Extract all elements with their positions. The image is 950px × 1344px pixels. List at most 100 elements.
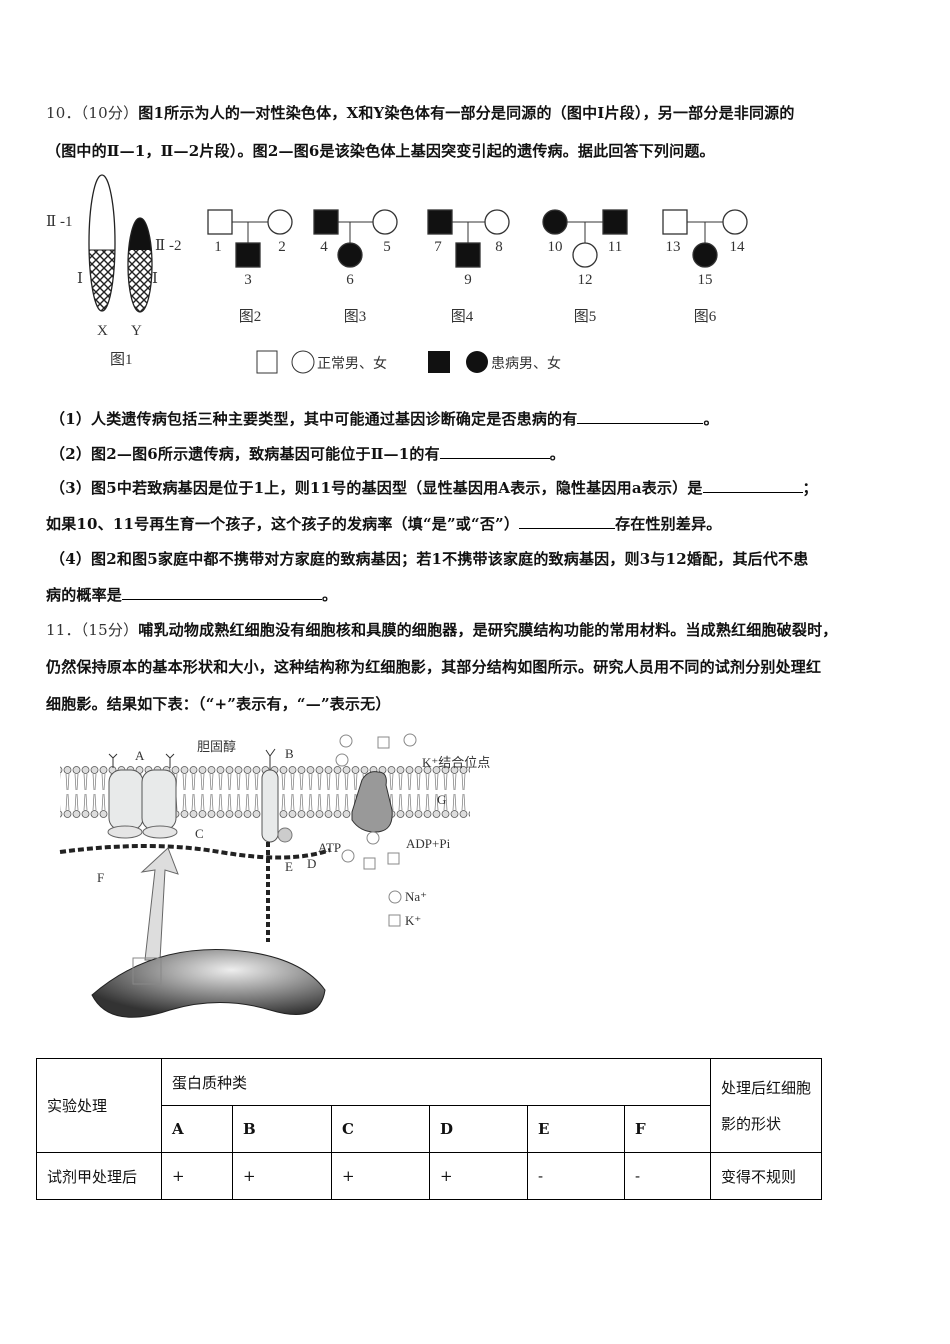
pedigree-5-right-parent [602, 209, 628, 235]
protein-header-B: B [232, 1105, 332, 1153]
label-ii1: Ⅱ -1 [46, 214, 72, 230]
protein-b [261, 748, 293, 843]
q3a-text: （3）图5中若致病基因是位于1上，则11号的基因型（显性基因用A表示，隐性基因用… [50, 479, 703, 497]
na-text: Na⁺ [405, 889, 427, 904]
q4b-text: 病的概率是 [46, 586, 123, 604]
k-text: K⁺ [405, 913, 421, 928]
y-chromosome [127, 217, 153, 313]
red-cell-ghost [91, 949, 326, 1018]
protein-header-E: E [527, 1105, 625, 1153]
pedigree-3-child [337, 242, 363, 268]
figure1-caption: 图1 [110, 351, 133, 368]
q3a-end-text: ； [802, 479, 818, 497]
q11-line1: 11．（15分）哺乳动物成熟红细胞没有细胞核和具膜的细胞器，是研究膜结构功能的常… [46, 619, 838, 640]
individual-number: 1 [214, 239, 222, 255]
protein-f [59, 844, 331, 860]
individual-number: 13 [666, 239, 681, 255]
q1-end-text: 。 [703, 410, 719, 428]
answer-blank-2[interactable] [439, 444, 550, 459]
protein-presence-cell: + [232, 1152, 332, 1200]
pedigree-5-child [572, 242, 598, 268]
answer-blank-3a[interactable] [702, 478, 803, 493]
protein-presence-cell: - [527, 1152, 625, 1200]
individual-number: 5 [383, 239, 391, 255]
label-y: Y [131, 323, 142, 339]
pedigree-caption: 图6 [694, 308, 717, 325]
individual-number: 12 [578, 272, 593, 288]
b-text: B [285, 746, 294, 761]
pedigree-caption: 图4 [451, 308, 474, 325]
individual-number: 15 [698, 272, 713, 288]
q10-sub3b: 如果10、11号再生育一个孩子，这个孩子的发病率（填“是”或“否”）存在性别差异… [46, 513, 721, 534]
q11-line2: 仍然保持原本的基本形状和大小，这种结构称为红细胞影，其部分结构如图所示。研究人员… [46, 658, 822, 676]
answer-blank-3b[interactable] [519, 514, 616, 529]
pedigree-4-left-parent [427, 209, 453, 235]
legend-affected-male-icon [428, 351, 450, 373]
k-site-text: K⁺结合位点 [422, 755, 490, 770]
membrane-figure: A 胆固醇 B C D E F G K⁺结合位点 ATP ADP+Pi Na⁺ … [59, 733, 490, 1018]
individual-number: 2 [278, 239, 286, 255]
individual-number: 4 [320, 239, 328, 255]
header-shape: 处理后红细胞影的形状 [710, 1058, 822, 1153]
pedigree-5-left-parent [542, 209, 568, 235]
pedigree-2-right-parent [267, 209, 293, 235]
adp-text: ADP+Pi [406, 836, 451, 851]
atp-text: ATP [318, 840, 341, 855]
label-i-left: Ⅰ [77, 271, 83, 287]
q10-number: 10．（10分） [46, 104, 139, 122]
protein-header-C: C [331, 1105, 430, 1153]
q3b-text: 如果10、11号再生育一个孩子，这个孩子的发病率（填“是”或“否”） [46, 515, 520, 533]
label-ii2: Ⅱ -2 [155, 238, 181, 254]
q11-number: 11．（15分） [46, 621, 139, 639]
q10-sub2: （2）图2—图6所示遗传病，致病基因可能位于Ⅱ—1的有 。 [50, 443, 565, 464]
pedigree-4-right-parent [484, 209, 510, 235]
arrow-shape [140, 847, 179, 961]
q2-end-text: 。 [549, 445, 565, 463]
g-text: G [437, 792, 446, 807]
legend: 正常男、女 患病男、女 [256, 350, 561, 374]
legend-normal-label: 正常男、女 [317, 355, 387, 372]
legend-normal-male-icon [256, 350, 278, 374]
line1-text: 哺乳动物成熟红细胞没有细胞核和具膜的细胞器，是研究膜结构功能的常用材料。当成熟红… [138, 621, 838, 639]
individual-number: 10 [548, 239, 563, 255]
legend-affected-female-icon [466, 351, 488, 373]
q10-text: 图1所示为人的一对性染色体，X和Y染色体有一部分是同源的（图中Ⅰ片段），另一部分… [138, 104, 795, 122]
q10-sub4a: （4）图2和图5家庭中都不携带对方家庭的致病基因；若1不携带该家庭的致病基因，则… [50, 550, 809, 568]
c-text: C [195, 826, 204, 841]
pedigree-caption: 图2 [239, 308, 262, 325]
individual-number: 3 [244, 272, 252, 288]
protein-presence-cell: + [429, 1152, 528, 1200]
q10-line2: （图中的Ⅱ—1，Ⅱ—2片段）。图2—图6是该染色体上基因突变引起的遗传病。据此回… [46, 142, 715, 160]
table-row: 试剂甲处理后++++--变得不规则 [36, 1152, 822, 1200]
shape-cell: 变得不规则 [710, 1152, 822, 1200]
individual-number: 9 [464, 272, 472, 288]
q10-sub1: （1）人类遗传病包括三种主要类型，其中可能通过基因诊断确定是否患病的有。 [50, 408, 719, 429]
individual-number: 7 [434, 239, 442, 255]
q2-text: （2）图2—图6所示遗传病，致病基因可能位于Ⅱ—1的有 [50, 445, 440, 463]
legend-affected-label: 患病男、女 [491, 355, 561, 372]
protein-presence-cell: + [331, 1152, 430, 1200]
answer-blank-4[interactable] [122, 585, 323, 600]
protein-presence-cell: + [161, 1152, 233, 1200]
pedigree-caption: 图5 [574, 308, 597, 325]
protein-a [107, 753, 178, 839]
protein-header-F: F [624, 1105, 711, 1153]
protein-g [351, 771, 393, 833]
q10-sub4b: 病的概率是 。 [46, 584, 337, 605]
protein-header-D: D [429, 1105, 528, 1153]
protein-presence-cell: - [624, 1152, 711, 1200]
q4b-end-text: 。 [322, 586, 338, 604]
label-i-right: Ⅰ [152, 271, 158, 287]
pedigree-6-right-parent [722, 209, 748, 235]
a-text: A [135, 748, 145, 763]
q11-line3: 细胞影。结果如下表：（“+”表示有，“—”表示无） [46, 695, 391, 713]
pedigree-2-left-parent [207, 209, 233, 235]
individual-number: 11 [608, 239, 622, 255]
pedigree-caption: 图3 [344, 308, 367, 325]
answer-blank-1[interactable] [577, 409, 704, 424]
individual-number: 6 [346, 272, 354, 288]
